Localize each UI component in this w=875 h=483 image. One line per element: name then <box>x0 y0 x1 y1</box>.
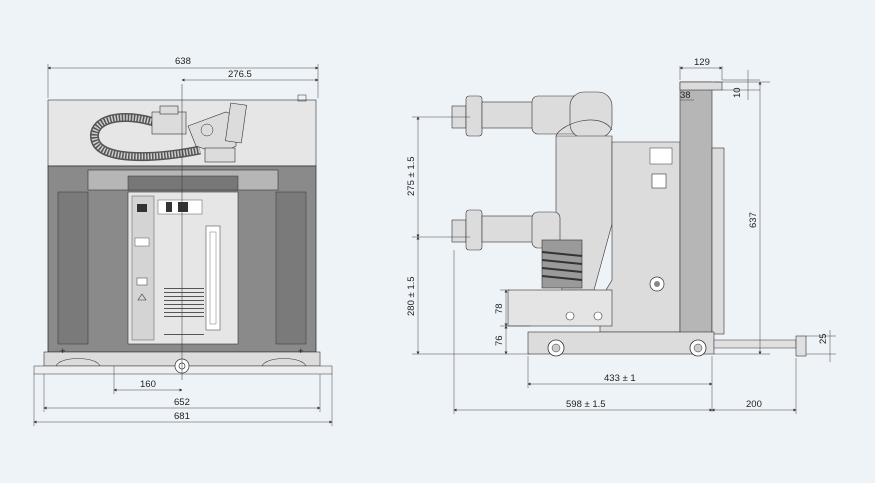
dim-681: 681 <box>174 411 190 422</box>
side-rear-frame <box>679 81 713 335</box>
dim-200: 200 <box>746 399 762 410</box>
dim-25: 25 <box>818 333 829 344</box>
contact-spring <box>541 239 583 289</box>
dim-638: 638 <box>175 56 191 67</box>
dim-637: 637 <box>748 212 759 228</box>
svg-text:+: + <box>60 346 66 357</box>
svg-text:+: + <box>298 346 304 357</box>
dim-433: 433 ± 1 <box>604 373 636 384</box>
dim-76: 76 <box>494 335 505 346</box>
flexible-conductor <box>90 113 201 162</box>
dim-78: 78 <box>494 303 505 314</box>
dim-275: 275 ± 1.5 <box>406 156 417 196</box>
side-view: 129 38 10 637 275 ± 1.5 280 ± 1.5 78 76 <box>406 57 836 414</box>
dim-276-5: 276.5 <box>228 69 252 80</box>
dim-38: 38 <box>680 90 691 101</box>
dim-598: 598 ± 1.5 <box>566 399 606 410</box>
dim-280: 280 ± 1.5 <box>406 276 417 316</box>
dim-129: 129 <box>694 57 710 68</box>
dim-652: 652 <box>174 397 190 408</box>
dim-160: 160 <box>140 379 156 390</box>
dim-10: 10 <box>732 87 743 98</box>
front-view: + + 638 276.5 160 652 681 <box>33 56 333 426</box>
